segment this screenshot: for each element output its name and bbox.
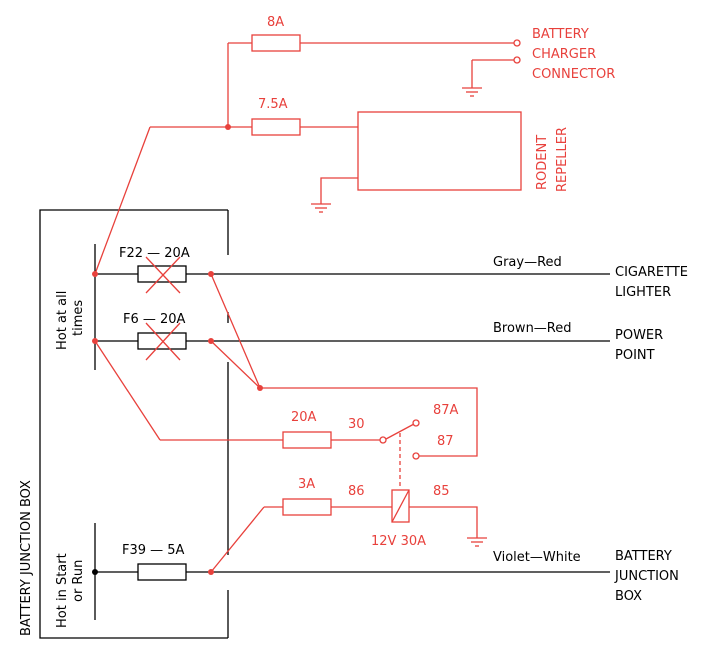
hot-in-start-label-1: Hot in Start (55, 553, 70, 628)
power-point-label-1: POWER (615, 328, 663, 343)
relay-pin-87: 87 (437, 434, 454, 449)
fuse-f22-label: F22 — 20A (119, 246, 190, 261)
gray-red-wire-label: Gray—Red (493, 255, 562, 270)
cigarette-lighter-label-2: LIGHTER (615, 285, 671, 300)
hot-at-all-times-label-2: times (71, 300, 86, 336)
repeller-ground-icon (311, 203, 331, 213)
rodent-repeller-label-1: RODENT (535, 135, 550, 190)
violet-white-wire-label: Violet—White (493, 550, 581, 565)
relay-output-wiring (210, 273, 478, 457)
junction-box-outline (39, 209, 229, 639)
rodent-repeller-label-2: REPELLER (555, 127, 570, 192)
hot-at-all-times-label-1: Hot at all (55, 291, 70, 350)
battery-junction-box-label-3: BOX (615, 589, 642, 604)
charger-ground-icon (462, 87, 482, 97)
power-point-label-2: POINT (615, 348, 655, 363)
f6-circuit (95, 322, 610, 361)
battery-junction-box-label-1: BATTERY (615, 549, 672, 564)
fuse-20a-label: 20A (291, 410, 317, 425)
battery-charger-label-3: CONNECTOR (532, 67, 615, 82)
rodent-repeller-circuit (94, 111, 522, 275)
brown-red-wire-label: Brown—Red (493, 321, 572, 336)
hot-in-start-label-2: or Run (71, 560, 86, 602)
relay-pin-86: 86 (348, 484, 365, 499)
f22-circuit (95, 256, 610, 294)
fuse-f39-label: F39 — 5A (122, 543, 185, 558)
battery-charger-label-2: CHARGER (532, 47, 596, 62)
battery-junction-box-label-2: JUNCTION (614, 569, 679, 584)
relay-coil (391, 489, 410, 523)
relay-pin-30: 30 (348, 417, 365, 432)
relay-rating: 12V 30A (371, 534, 426, 549)
fuse-3a-label: 3A (298, 477, 315, 492)
relay-pin-85: 85 (433, 484, 450, 499)
relay-pin-87a: 87A (433, 403, 459, 418)
fuse-8a-label: 8A (267, 15, 284, 30)
relay-switch-circuit (94, 340, 420, 488)
cigarette-lighter-label-1: CIGARETTE (615, 265, 688, 280)
charger-fuse-circuit (227, 34, 521, 127)
relay-ground-icon (467, 537, 487, 547)
fuse-f6-label: F6 — 20A (123, 312, 186, 327)
junction-box-label: BATTERY JUNCTION BOX (19, 480, 34, 636)
rodent-repeller-box (357, 111, 522, 191)
relay-coil-circuit (210, 489, 478, 573)
battery-charger-label-1: BATTERY (532, 27, 589, 42)
f39-circuit (95, 563, 610, 581)
fuse-7-5a-label: 7.5A (258, 97, 288, 112)
